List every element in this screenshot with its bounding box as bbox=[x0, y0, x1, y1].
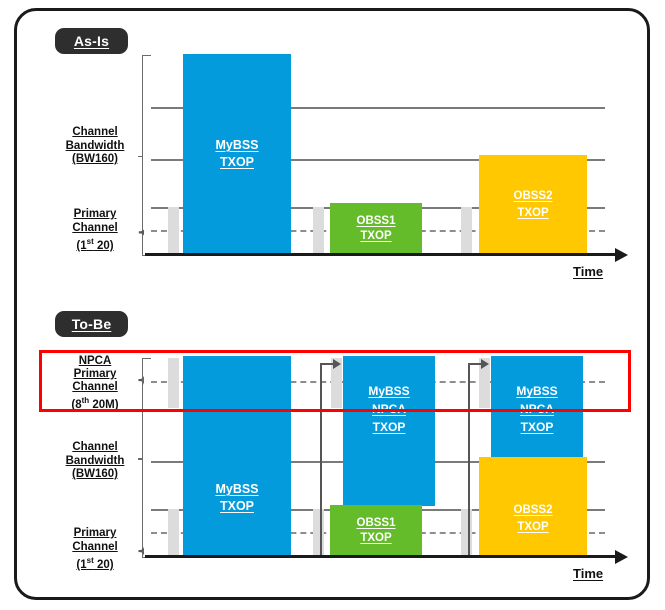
to-be-npca-idle-slot-3 bbox=[479, 358, 490, 408]
to-be-time-label: Time bbox=[573, 566, 604, 581]
arrow-head-icon bbox=[481, 359, 489, 369]
arrow-top bbox=[320, 363, 334, 365]
arrow-stem bbox=[320, 363, 322, 556]
to-be-npca-idle-slot-1 bbox=[168, 358, 179, 408]
as-is-idle-slot-3 bbox=[461, 207, 472, 254]
to-be-mybss-npca-txop-block-1[interactable]: MyBSS NPCA TXOP bbox=[343, 356, 435, 506]
as-is-idle-slot-1 bbox=[168, 207, 179, 254]
arrow-top bbox=[468, 363, 482, 365]
as-is-time-axis bbox=[145, 253, 615, 256]
as-is-mybss-txop-block[interactable]: MyBSS TXOP bbox=[183, 54, 291, 254]
as-is-badge: As-Is bbox=[55, 28, 128, 54]
as-is-channel-bandwidth-label: Channel Bandwidth (BW160) bbox=[65, 126, 125, 165]
as-is-panel: As-Is Channel Bandwidth (BW160) Primary … bbox=[17, 11, 653, 291]
to-be-obss2-txop-block[interactable]: OBSS2 TXOP bbox=[479, 457, 587, 556]
as-is-primary-brace: { bbox=[130, 205, 144, 257]
to-be-primary-brace: { bbox=[130, 524, 144, 574]
as-is-gridline-2 bbox=[151, 159, 605, 161]
to-be-primary-channel-label: Primary Channel (1st 20) bbox=[53, 527, 137, 572]
to-be-mybss-npca-txop-block-2[interactable]: MyBSS NPCA TXOP bbox=[491, 356, 583, 466]
to-be-primary-idle-slot-3 bbox=[461, 509, 472, 556]
to-be-primary-idle-slot-1 bbox=[168, 509, 179, 556]
to-be-primary-idle-slot-2 bbox=[313, 509, 324, 556]
to-be-npca-sub: (8th 20M) bbox=[71, 396, 119, 411]
arrow-head-icon bbox=[333, 359, 341, 369]
to-be-obss1-txop-block[interactable]: OBSS1 TXOP bbox=[330, 505, 422, 556]
to-be-time-axis bbox=[145, 555, 615, 558]
as-is-gridline-1 bbox=[151, 107, 605, 109]
to-be-badge: To-Be bbox=[55, 311, 128, 337]
arrow-stem bbox=[468, 363, 470, 556]
to-be-channel-bandwidth-label: Channel Bandwidth (BW160) bbox=[65, 441, 125, 480]
as-is-primary-channel-label: Primary Channel (1st 20) bbox=[55, 208, 135, 253]
to-be-npca-primary-channel-label: NPCA Primary Channel (8th 20M) bbox=[53, 355, 137, 412]
to-be-primary-channel-sub: (1st 20) bbox=[76, 556, 114, 571]
to-be-npca-switch-arrow-2 bbox=[468, 359, 489, 556]
as-is-time-arrowhead bbox=[615, 247, 628, 262]
as-is-primary-channel-sub: (1st 20) bbox=[76, 237, 114, 252]
diagram-frame: As-Is Channel Bandwidth (BW160) Primary … bbox=[14, 8, 650, 600]
to-be-npca-brace: { bbox=[130, 353, 144, 403]
to-be-npca-switch-arrow-1 bbox=[320, 359, 341, 556]
as-is-obss2-txop-block[interactable]: OBSS2 TXOP bbox=[479, 155, 587, 254]
to-be-time-arrowhead bbox=[615, 549, 628, 564]
to-be-mybss-txop-block[interactable]: MyBSS TXOP bbox=[183, 356, 291, 556]
as-is-time-label: Time bbox=[573, 264, 604, 279]
as-is-obss1-txop-block[interactable]: OBSS1 TXOP bbox=[330, 203, 422, 254]
to-be-panel: To-Be NPCA Primary Channel (8th 20M) Cha… bbox=[17, 293, 653, 603]
as-is-idle-slot-2 bbox=[313, 207, 324, 254]
to-be-npca-idle-slot-2 bbox=[331, 358, 342, 408]
